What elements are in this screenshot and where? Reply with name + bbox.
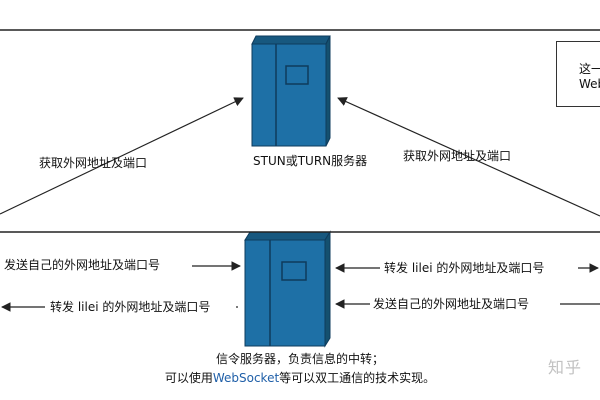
left-send-own-label: 发送自己的外网地址及端口号: [4, 258, 161, 272]
left-to-stun-label: 获取外网地址及端口: [39, 156, 148, 170]
signal-server-caption-1: 信令服务器，负责信息的中转；: [215, 352, 384, 366]
stun-server-label: STUN或TURN服务器: [253, 154, 368, 168]
caption-2-suffix: 等可以双工通信的技术实现。: [279, 371, 436, 385]
stun-server-icon: [251, 35, 331, 147]
right-send-own-label: 发送自己的外网地址及端口号: [373, 297, 530, 311]
websocket-term: WebSocket: [212, 371, 280, 385]
arrow-right-to-stun: [337, 97, 600, 217]
note-line-2: Web: [579, 77, 600, 91]
zhihu-watermark: 知乎: [548, 358, 583, 377]
right-to-stun-label: 获取外网地址及端口: [403, 149, 512, 163]
right-forward-label: 转发 lilei 的外网地址及端口号: [384, 261, 545, 275]
note-line-1: 这一: [579, 62, 600, 76]
signal-server-caption-2: 可以使用WebSocket等可以双工通信的技术实现。: [0, 371, 600, 385]
note-box: 这一 Web: [556, 41, 600, 107]
left-forward-label: 转发 lilei 的外网地址及端口号: [50, 300, 211, 314]
signal-server-icon: [244, 230, 331, 348]
arrow-left-to-stun: [0, 97, 244, 215]
caption-2-prefix: 可以使用: [164, 371, 213, 385]
